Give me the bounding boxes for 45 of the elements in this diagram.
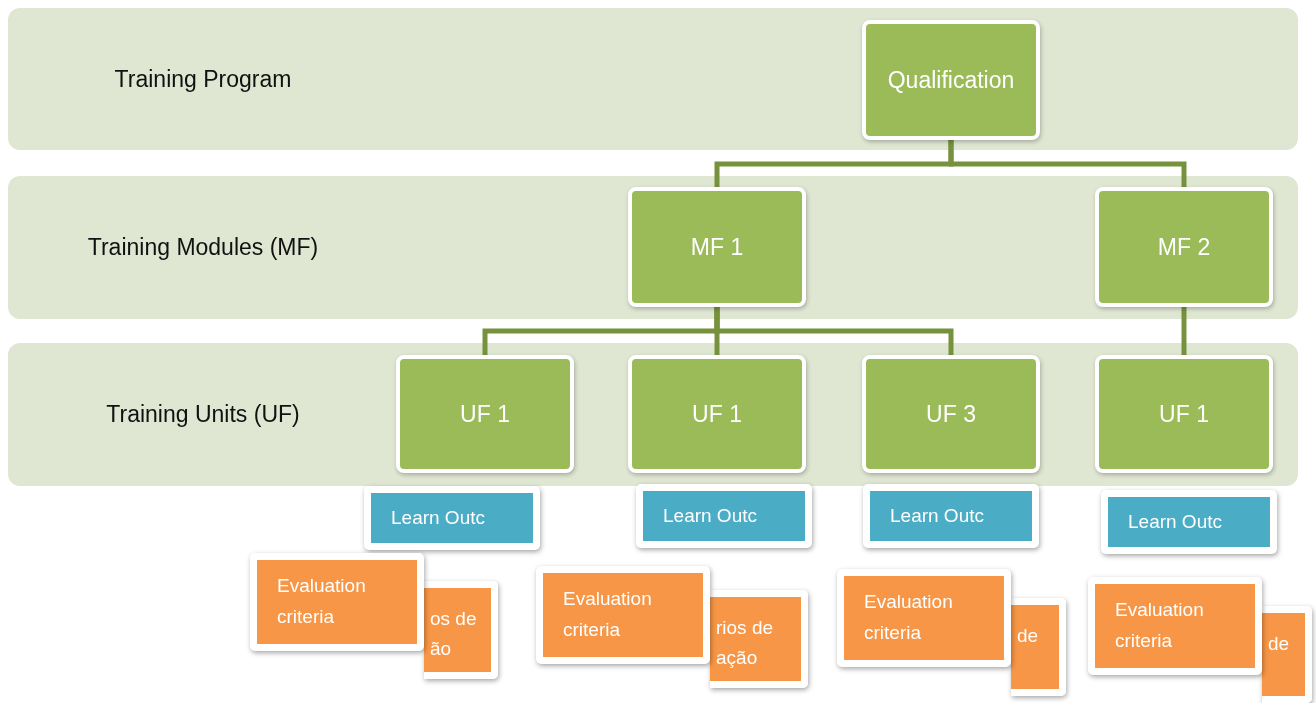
tier-label: Training Program xyxy=(113,64,293,94)
box-label: Evaluation criteria xyxy=(864,590,954,645)
box-label: os de xyxy=(430,608,477,630)
box-label: UF 1 xyxy=(692,400,742,428)
box-label: MF 2 xyxy=(1157,233,1211,261)
tier-label: Training Modules (MF) xyxy=(86,233,320,262)
connector-line xyxy=(948,140,1187,187)
hierarchy-box xyxy=(862,20,1040,140)
box-label: Learn Outc xyxy=(1128,510,1222,534)
tier-label: Training Units (UF) xyxy=(105,400,301,429)
box-label: Evaluation criteria xyxy=(563,587,653,642)
criteria-card xyxy=(1088,577,1262,675)
box-label: UF 1 xyxy=(460,400,510,428)
box-label: Qualification xyxy=(887,66,1015,94)
learning-outcome-card xyxy=(863,484,1039,548)
criteria-card xyxy=(837,569,1011,667)
tier-band xyxy=(8,8,1298,150)
learning-outcome-card xyxy=(636,484,812,548)
hierarchy-box xyxy=(1095,187,1273,307)
box-label: de xyxy=(1017,625,1039,647)
box-label: Learn Outc xyxy=(890,504,984,528)
box-label: rios de xyxy=(716,617,774,639)
learning-outcome-card xyxy=(364,486,540,550)
box-label: UF 3 xyxy=(926,400,976,428)
box-label: ão xyxy=(430,638,452,660)
box-label: Learn Outc xyxy=(391,506,485,530)
criteria-card xyxy=(250,553,424,651)
connector-line xyxy=(714,307,954,355)
tier-band xyxy=(8,343,1298,486)
hierarchy-box xyxy=(628,187,806,307)
box-label: Learn Outc xyxy=(663,504,757,528)
criteria-card xyxy=(536,566,710,664)
tier-band xyxy=(8,176,1298,319)
connector-line xyxy=(1181,307,1187,355)
box-label: Evaluation criteria xyxy=(277,574,367,629)
learning-outcome-card xyxy=(1101,490,1277,554)
box-label: ação xyxy=(716,647,758,669)
hierarchy-box xyxy=(1095,355,1273,473)
hierarchy-box xyxy=(396,355,574,473)
box-label: de xyxy=(1268,633,1290,655)
box-label: Evaluation criteria xyxy=(1115,598,1205,653)
box-label: MF 1 xyxy=(690,233,744,261)
hierarchy-box xyxy=(862,355,1040,473)
box-label: UF 1 xyxy=(1159,400,1209,428)
hierarchy-box xyxy=(628,355,806,473)
